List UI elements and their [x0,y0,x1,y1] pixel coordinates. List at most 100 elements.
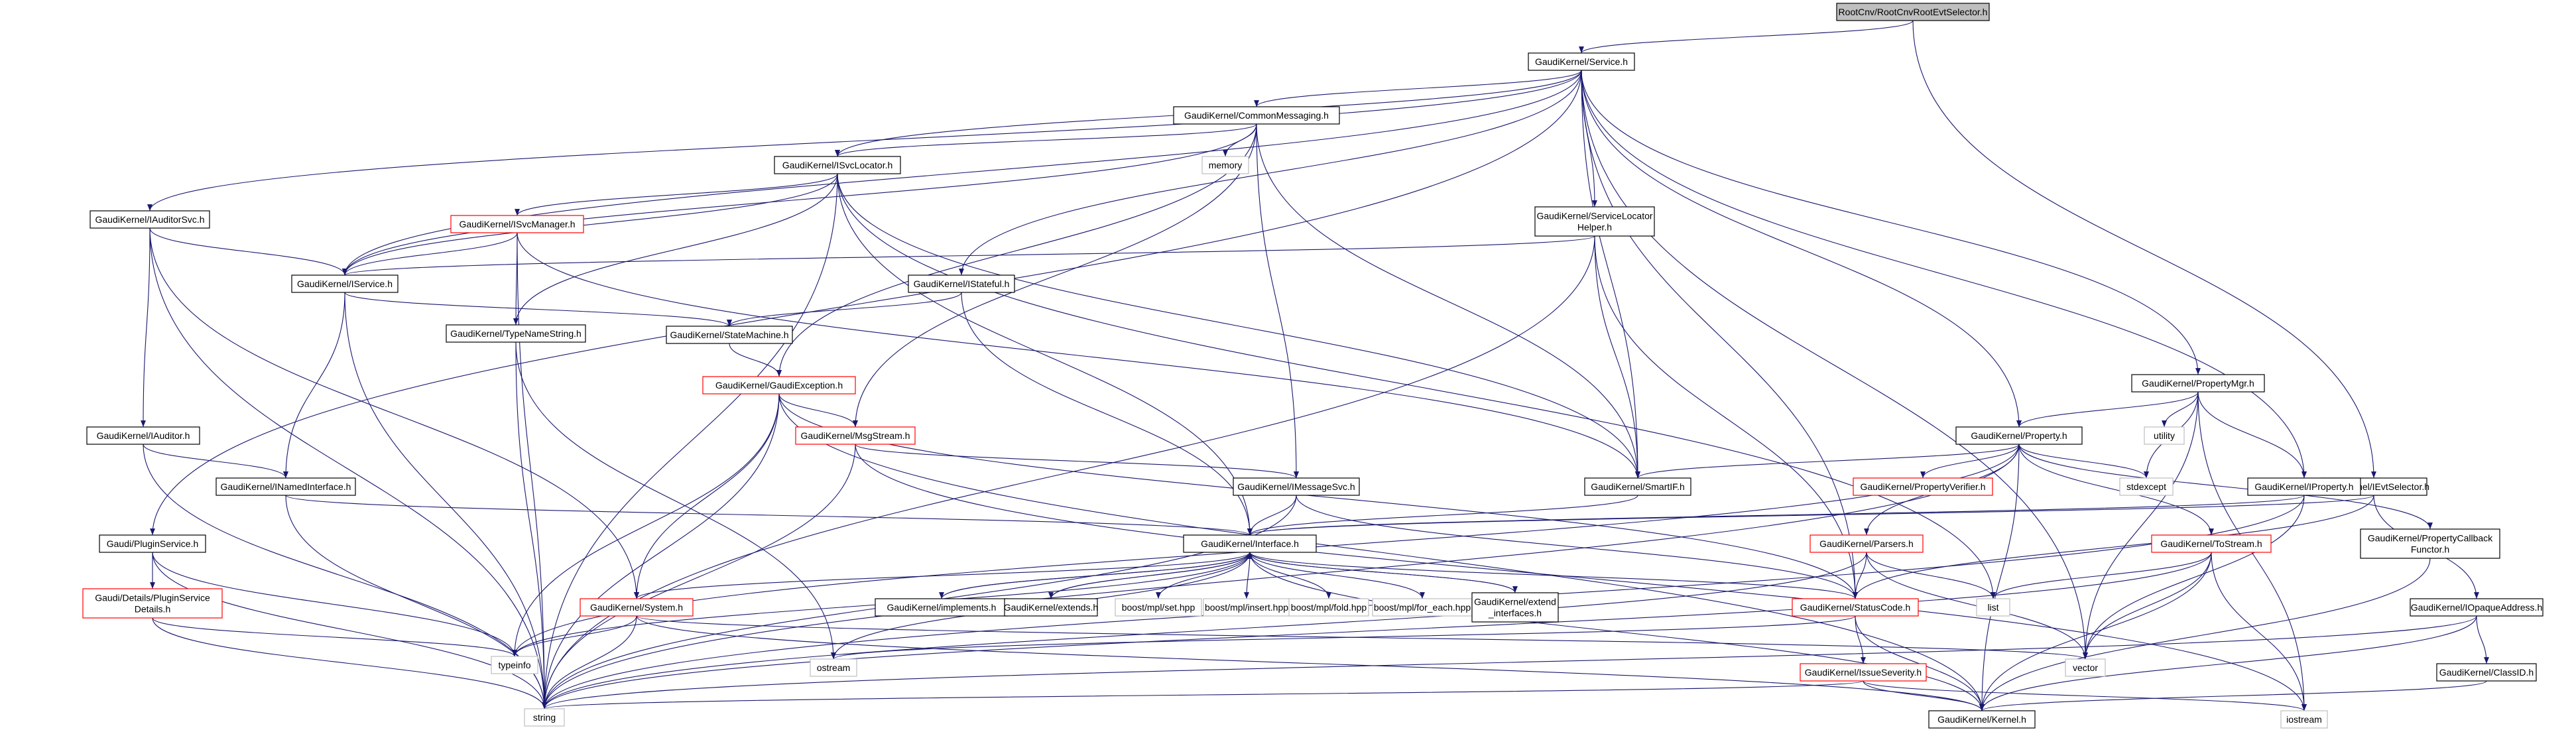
node-box-utility [2144,426,2185,445]
node-gaudiexception[interactable]: GaudiKernel/GaudiException.h [702,376,856,395]
node-iauditor[interactable]: GaudiKernel/IAuditor.h [86,426,200,445]
node-label-pluginservicedetails-line2: Details.h [135,604,170,615]
node-vector: vector [2065,658,2106,677]
edge-servicelocatorhelper-to-statuscode [1594,235,1858,599]
node-label-list: list [1987,602,1998,613]
node-property[interactable]: GaudiKernel/Property.h [1955,426,2083,445]
node-parsers[interactable]: GaudiKernel/Parsers.h [1809,534,1924,553]
node-classid[interactable]: GaudiKernel/ClassID.h [2436,663,2537,682]
edge-tostream-to-list [1991,552,2212,599]
node-mplset: boost/mpl/set.hpp [1115,598,1202,617]
node-box-mplset [1115,598,1202,617]
edge-gaudiexception-to-statuscode [778,393,1858,599]
edge-iservice-to-inamedinterface [283,292,345,479]
edge-gaudiexception-to-msgstream [778,393,858,428]
node-istateful[interactable]: GaudiKernel/IStateful.h [908,274,1015,293]
edge-parsers-to-statuscode [1853,552,1867,599]
node-propertymgr[interactable]: GaudiKernel/PropertyMgr.h [2131,374,2265,393]
node-box-typenamestring [446,324,586,343]
node-box-iauditorsvc [90,210,210,229]
node-iauditorsvc[interactable]: GaudiKernel/IAuditorSvc.h [90,210,210,229]
edge-interface-to-mplset [1156,552,1251,599]
node-iopaqueaddress[interactable]: GaudiKernel/IOpaqueAddress.h [2410,598,2544,617]
node-typenamestring[interactable]: GaudiKernel/TypeNameString.h [446,324,586,343]
node-issueseverity[interactable]: GaudiKernel/IssueSeverity.h [1800,663,1927,682]
node-box-smartif [1584,477,1691,496]
node-isvclocator[interactable]: GaudiKernel/ISvcLocator.h [774,156,901,174]
edge-property-to-propertycallbackfunctor [2018,444,2433,530]
node-imessagesvc[interactable]: GaudiKernel/IMessageSvc.h [1233,477,1360,496]
node-box-system [580,598,694,617]
node-mplinsert: boost/mpl/insert.hpp [1203,598,1290,617]
edge-statuscode-to-ostream [831,615,1856,660]
node-box-iproperty [2247,477,2361,496]
node-statuscode[interactable]: GaudiKernel/StatusCode.h [1792,598,1919,617]
node-isvcmanager[interactable]: GaudiKernel/ISvcManager.h [450,215,584,233]
edge-gaudiexception-to-typeinfo [512,393,780,657]
edge-commonmessaging-to-isvclocator [835,123,1257,157]
node-box-pluginservice [99,534,206,553]
edge-tostream-to-kernel [1979,552,2212,711]
edge-inamedinterface-to-string [285,495,547,709]
node-box-mplforeach [1372,598,1473,617]
node-box-service [1528,52,1635,71]
node-msgstream[interactable]: GaudiKernel/MsgStream.h [795,426,916,445]
node-pluginservice[interactable]: Gaudi/PluginService.h [99,534,206,553]
node-box-tostream [2151,534,2272,553]
node-label-extends: GaudiKernel/extends.h [1004,602,1098,613]
node-implements[interactable]: GaudiKernel/implements.h [875,598,1009,617]
node-inamedinterface[interactable]: GaudiKernel/INamedInterface.h [215,477,356,496]
node-label-propertycallbackfunctor-line2: Functor.h [2411,544,2449,555]
node-iservice[interactable]: GaudiKernel/IService.h [291,274,399,293]
edge-commonmessaging-to-imessagesvc [1256,123,1299,479]
node-box-list [1976,598,2010,617]
node-label-iproperty: GaudiKernel/IProperty.h [2254,481,2353,492]
edge-iauditorsvc-to-iservice [149,227,347,276]
node-box-iopaqueaddress [2410,598,2544,617]
edge-service-to-vector [1581,70,2088,660]
edge-propertymgr-to-property [2016,391,2199,428]
node-service[interactable]: GaudiKernel/Service.h [1528,52,1635,71]
node-propertyverifier[interactable]: GaudiKernel/PropertyVerifier.h [1853,477,1993,496]
node-box-isvclocator [774,156,901,174]
edge-pluginservice-to-string [152,552,547,709]
node-root[interactable]: RootCnv/RootCnvRootEvtSelector.h [1836,3,1990,21]
node-smartif[interactable]: GaudiKernel/SmartIF.h [1584,477,1691,496]
node-system[interactable]: GaudiKernel/System.h [580,598,694,617]
node-extends[interactable]: GaudiKernel/extends.h [1004,598,1098,617]
node-box-inamedinterface [215,477,356,496]
edge-msgstream-to-imessagesvc [855,444,1299,479]
node-box-extends [1004,598,1098,617]
node-statemachine[interactable]: GaudiKernel/StateMachine.h [666,326,793,344]
node-label-isvclocator: GaudiKernel/ISvcLocator.h [782,160,893,170]
node-ostream: ostream [810,658,857,677]
edge-isvclocator-to-string [542,173,838,709]
node-commonmessaging[interactable]: GaudiKernel/CommonMessaging.h [1173,106,1340,125]
edge-tostream-to-string [542,552,2212,709]
edge-isvcmanager-to-smartif [517,232,1640,479]
edge-service-to-statuscode [1581,70,1858,599]
node-label-mplinsert: boost/mpl/insert.hpp [1205,602,1288,613]
node-extendinterfaces[interactable]: GaudiKernel/extend_interfaces.h [1471,592,1559,623]
edge-statemachine-to-gaudiexception [729,343,782,377]
node-label-iauditorsvc: GaudiKernel/IAuditorSvc.h [95,214,205,225]
node-stdexcept: stdexcept [2119,477,2174,496]
node-interface[interactable]: GaudiKernel/Interface.h [1183,534,1317,553]
dependency-edges [141,20,2489,711]
edge-propertymgr-to-utility [2162,391,2199,428]
edge-propertymgr-to-iproperty [2197,391,2307,479]
node-kernel[interactable]: GaudiKernel/Kernel.h [1928,710,2036,729]
node-box-propertymgr [2131,374,2265,393]
node-iproperty[interactable]: GaudiKernel/IProperty.h [2247,477,2361,496]
node-tostream[interactable]: GaudiKernel/ToStream.h [2151,534,2272,553]
node-label-smartif: GaudiKernel/SmartIF.h [1591,481,1685,492]
node-box-root [1836,3,1990,21]
node-label-classid: GaudiKernel/ClassID.h [2439,667,2534,678]
node-box-typeinfo [491,656,538,674]
edge-service-to-propertymgr [1581,70,2201,375]
node-box-statuscode [1792,598,1919,617]
edge-service-to-istateful [959,70,1582,276]
